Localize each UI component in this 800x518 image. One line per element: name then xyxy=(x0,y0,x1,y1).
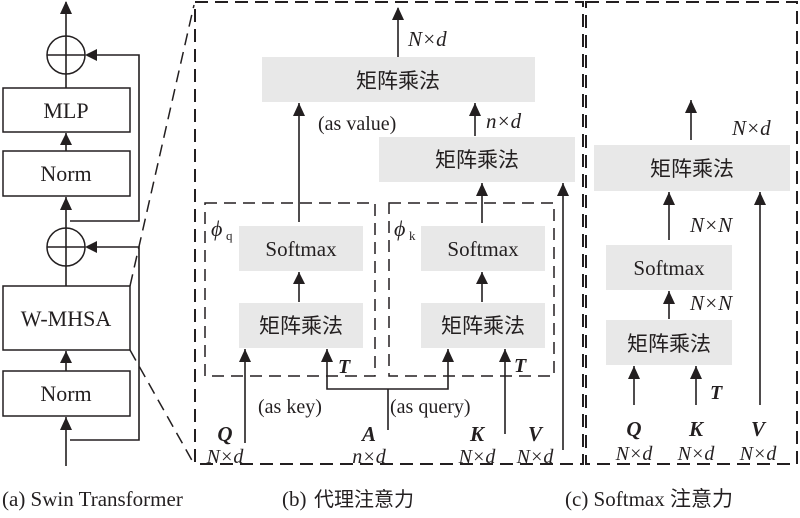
mid-matmul-label: 矩阵乘法 xyxy=(435,148,519,172)
arrowhead-icon xyxy=(754,192,766,205)
phi-q-matmul-label: 矩阵乘法 xyxy=(259,314,343,338)
arrowhead-icon xyxy=(557,183,569,196)
caption-b: 代理注意力 xyxy=(314,487,414,511)
phi-k-frame xyxy=(388,202,555,377)
c-input-q-label: Q xyxy=(626,417,641,441)
output-dim-label: N×d xyxy=(407,27,447,51)
arrowhead-icon xyxy=(392,7,404,20)
arrowhead-icon xyxy=(60,197,72,210)
c-softmax-block xyxy=(606,245,732,290)
input-a-label: A xyxy=(360,422,376,446)
phi-k-matmul-block xyxy=(421,303,545,348)
phi-q-frame xyxy=(204,202,376,377)
c-top-matmul-label: 矩阵乘法 xyxy=(650,157,734,181)
input-q-label: Q xyxy=(217,422,232,446)
c-output-dim-label: N×d xyxy=(731,116,771,140)
c-top-matmul-block xyxy=(594,145,790,191)
arrowhead-icon xyxy=(663,291,675,304)
phi-k-symbol: ϕ xyxy=(394,216,405,241)
arrowhead-icon xyxy=(60,1,72,14)
c-input-k-label: K xyxy=(688,417,705,441)
c-softmax-label: Softmax xyxy=(633,256,705,280)
input-v-label: V xyxy=(528,422,544,446)
norm-label-upper: Norm xyxy=(40,161,91,186)
phi-q-softmax-block xyxy=(239,226,363,271)
arrowhead-icon xyxy=(663,192,675,205)
phi-k-softmax-block xyxy=(421,226,545,271)
top-matmul-block xyxy=(262,57,535,102)
arrowhead-icon xyxy=(293,103,305,116)
panel-c-frame xyxy=(585,1,798,465)
arrowhead-icon xyxy=(85,241,97,253)
zoom-projection-top xyxy=(129,4,195,287)
as-key-label: (as key) xyxy=(258,396,322,418)
mid-dim-label: n×d xyxy=(486,109,522,133)
caption-a: (a) Swin Transformer xyxy=(2,487,183,511)
phi-k-transpose: T xyxy=(514,355,527,377)
c-bottom-matmul-block xyxy=(606,320,732,365)
arrowhead-icon xyxy=(60,417,72,430)
norm-block-lower xyxy=(2,370,131,417)
add-node-lower xyxy=(46,227,86,267)
c-input-q-dim: N×d xyxy=(615,443,654,465)
mlp-block xyxy=(2,87,131,133)
norm-block-upper xyxy=(2,150,131,197)
mlp-label: MLP xyxy=(43,98,88,123)
input-k-dim: N×d xyxy=(458,446,497,468)
phi-k-matmul-label: 矩阵乘法 xyxy=(441,314,525,338)
arrowhead-icon xyxy=(476,183,488,196)
c-nn-dim-lower: N×N xyxy=(689,291,733,315)
arrowhead-icon xyxy=(239,349,251,362)
arrowhead-icon xyxy=(499,349,511,362)
arrowhead-icon xyxy=(442,349,454,362)
w-mhsa-label: W-MHSA xyxy=(21,306,112,331)
caption-c: (c) Softmax 注意力 xyxy=(565,487,733,511)
as-query-label: (as query) xyxy=(390,396,471,418)
panel-a-swin-transformer: MLP Norm W-MHSA Norm xyxy=(2,1,183,511)
w-mhsa-block xyxy=(2,285,131,351)
panel-b-agent-attention: N×d 矩阵乘法 (as value) n×d 矩阵乘法 ϕ q Softmax… xyxy=(194,1,584,511)
mid-matmul-block xyxy=(379,137,575,182)
input-q-dim: N×d xyxy=(206,446,245,468)
phi-q-subscript: q xyxy=(226,228,233,243)
arrowhead-icon xyxy=(321,349,333,362)
phi-q-symbol: ϕ xyxy=(211,216,222,241)
c-bottom-matmul-label: 矩阵乘法 xyxy=(627,332,711,356)
input-a-dim: n×d xyxy=(352,446,386,468)
arrowhead-icon xyxy=(628,366,640,379)
residual-line-upper xyxy=(70,54,140,222)
c-input-v-label: V xyxy=(751,417,767,441)
phi-q-matmul-block xyxy=(239,303,363,348)
c-nn-dim-upper: N×N xyxy=(689,213,733,237)
residual-line-lower xyxy=(70,246,140,441)
phi-q-transpose: T xyxy=(338,356,351,378)
input-k-label: K xyxy=(469,422,486,446)
c-input-v-dim: N×d xyxy=(739,443,778,465)
input-v-dim: N×d xyxy=(516,446,555,468)
panel-c-softmax-attention: N×d 矩阵乘法 N×N Softmax N×N 矩阵乘法 T Q N×d K … xyxy=(565,1,798,511)
arrowhead-icon xyxy=(690,366,702,379)
caption-b-prefix: (b) xyxy=(282,487,307,511)
arrowhead-icon xyxy=(293,272,305,284)
as-value-label: (as value) xyxy=(318,113,396,135)
phi-q-softmax-label: Softmax xyxy=(265,237,337,261)
add-node-upper xyxy=(46,35,86,75)
c-input-k-dim: N×d xyxy=(677,443,716,465)
arrowhead-icon xyxy=(85,49,97,61)
norm-label-lower: Norm xyxy=(40,381,91,406)
arrowhead-icon xyxy=(476,272,488,284)
panel-b-frame xyxy=(194,1,584,465)
arrowhead-icon xyxy=(60,351,72,363)
arrowhead-icon xyxy=(60,133,72,145)
phi-k-softmax-label: Softmax xyxy=(447,237,519,261)
zoom-projection-bottom xyxy=(129,349,195,465)
top-matmul-label: 矩阵乘法 xyxy=(356,69,440,93)
arrowhead-icon xyxy=(685,100,697,113)
phi-k-subscript: k xyxy=(409,228,416,243)
arrowhead-icon xyxy=(469,103,481,116)
c-transpose: T xyxy=(710,382,723,404)
